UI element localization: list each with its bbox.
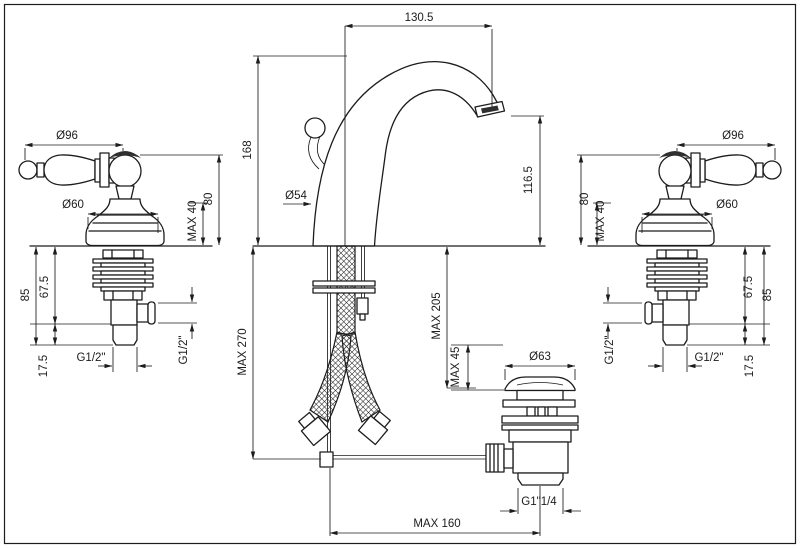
dim-right-inlet-thread: G1/2" — [694, 352, 723, 364]
stud-tip — [359, 313, 366, 321]
dim-left-inlet-thread: G1/2" — [76, 352, 105, 364]
dim-left-thread-length: 17.5 — [38, 355, 50, 377]
popup-rod-stem — [308, 136, 320, 170]
handle-lever-body — [43, 154, 96, 186]
plug-stem — [516, 389, 564, 401]
dim-plug-diameter: Ø63 — [529, 351, 551, 363]
mounting-plate — [312, 280, 376, 287]
valve-hex-nut — [102, 249, 144, 259]
dim-right-side-thread: G1/2" — [604, 335, 616, 364]
dimensions — [250, 23, 581, 536]
dim-left-base-diameter: Ø60 — [62, 199, 84, 211]
dim-right-base-diameter: Ø60 — [716, 199, 738, 211]
plug-cap-dome — [516, 382, 564, 386]
stud-nut — [356, 297, 369, 315]
plug-cap — [504, 376, 576, 392]
left-valve-assembly — [18, 142, 223, 372]
drain-washer — [501, 424, 579, 431]
dim-spout-height: 168 — [242, 140, 254, 159]
dim-spout-base-diameter: Ø54 — [285, 190, 307, 202]
hose-nut — [357, 415, 389, 446]
valve-bottom-thread — [112, 324, 138, 346]
valve-outlet-cap — [147, 301, 156, 325]
dim-left-height: 80 — [203, 193, 215, 206]
mounting-plate — [312, 287, 376, 294]
handle-collar — [36, 162, 45, 178]
dimension-labels: 130.5 168 Ø54 116.5 MAX 270 MAX 205 Ø63 … — [20, 12, 774, 530]
valve-lock-nut — [103, 290, 143, 301]
rod-knob-knurled — [485, 443, 505, 473]
dim-left-deck-thickness: MAX 40 — [187, 201, 199, 242]
handle-ball — [108, 154, 142, 188]
dim-left-depth: 85 — [20, 289, 32, 302]
drain-tab — [547, 406, 558, 417]
drain-tab — [526, 406, 536, 417]
drain-tab — [537, 406, 546, 417]
dim-rod-reach: MAX 160 — [413, 518, 460, 530]
dim-hose-length: MAX 270 — [237, 328, 249, 375]
dim-right-height: 80 — [579, 193, 591, 206]
dim-right-thread-length: 17.5 — [744, 355, 756, 377]
handle-cap — [109, 151, 141, 158]
popup-rod-stem — [316, 135, 327, 167]
dim-hose-reach: MAX 205 — [431, 292, 443, 339]
supply-hose-right — [341, 331, 381, 423]
dim-left-handle-diameter: Ø96 — [56, 130, 78, 142]
handle-ring — [94, 158, 101, 183]
aerator-screen — [481, 105, 499, 114]
drain-bottom-thread — [517, 472, 564, 486]
waste-assembly — [485, 376, 579, 536]
valve-side-outlet — [136, 303, 149, 323]
dim-right-body-depth: 67.5 — [743, 276, 755, 298]
drain-neck — [508, 429, 572, 443]
dim-waste-deck-thickness: MAX 45 — [450, 347, 462, 388]
dim-right-depth: 85 — [762, 289, 774, 302]
dim-outlet-height: 116.5 — [523, 166, 535, 194]
handle-tip-knob — [18, 160, 38, 180]
dim-spout-reach: 130.5 — [405, 12, 434, 24]
dim-left-side-thread: G1/2" — [178, 335, 190, 364]
drain-washer — [501, 415, 579, 424]
knob-connector — [503, 448, 514, 469]
spout-assembly — [252, 26, 546, 468]
handle-neck — [115, 185, 135, 200]
valve-body — [110, 299, 138, 326]
dim-right-deck-thickness: MAX 40 — [595, 201, 607, 242]
hose-nut-right — [357, 410, 391, 446]
hose-nut — [300, 416, 332, 447]
rod-clamp — [319, 451, 334, 468]
popup-rod-knob — [304, 117, 326, 139]
dim-left-body-depth: 67.5 — [39, 276, 51, 298]
dim-right-handle-diameter: Ø96 — [722, 130, 744, 142]
hose-nut-left — [298, 411, 332, 447]
drain-body — [512, 441, 569, 474]
handle-ring — [99, 152, 110, 188]
dim-waste-thread: G1"1/4 — [521, 496, 557, 508]
drain-flange — [502, 399, 576, 408]
